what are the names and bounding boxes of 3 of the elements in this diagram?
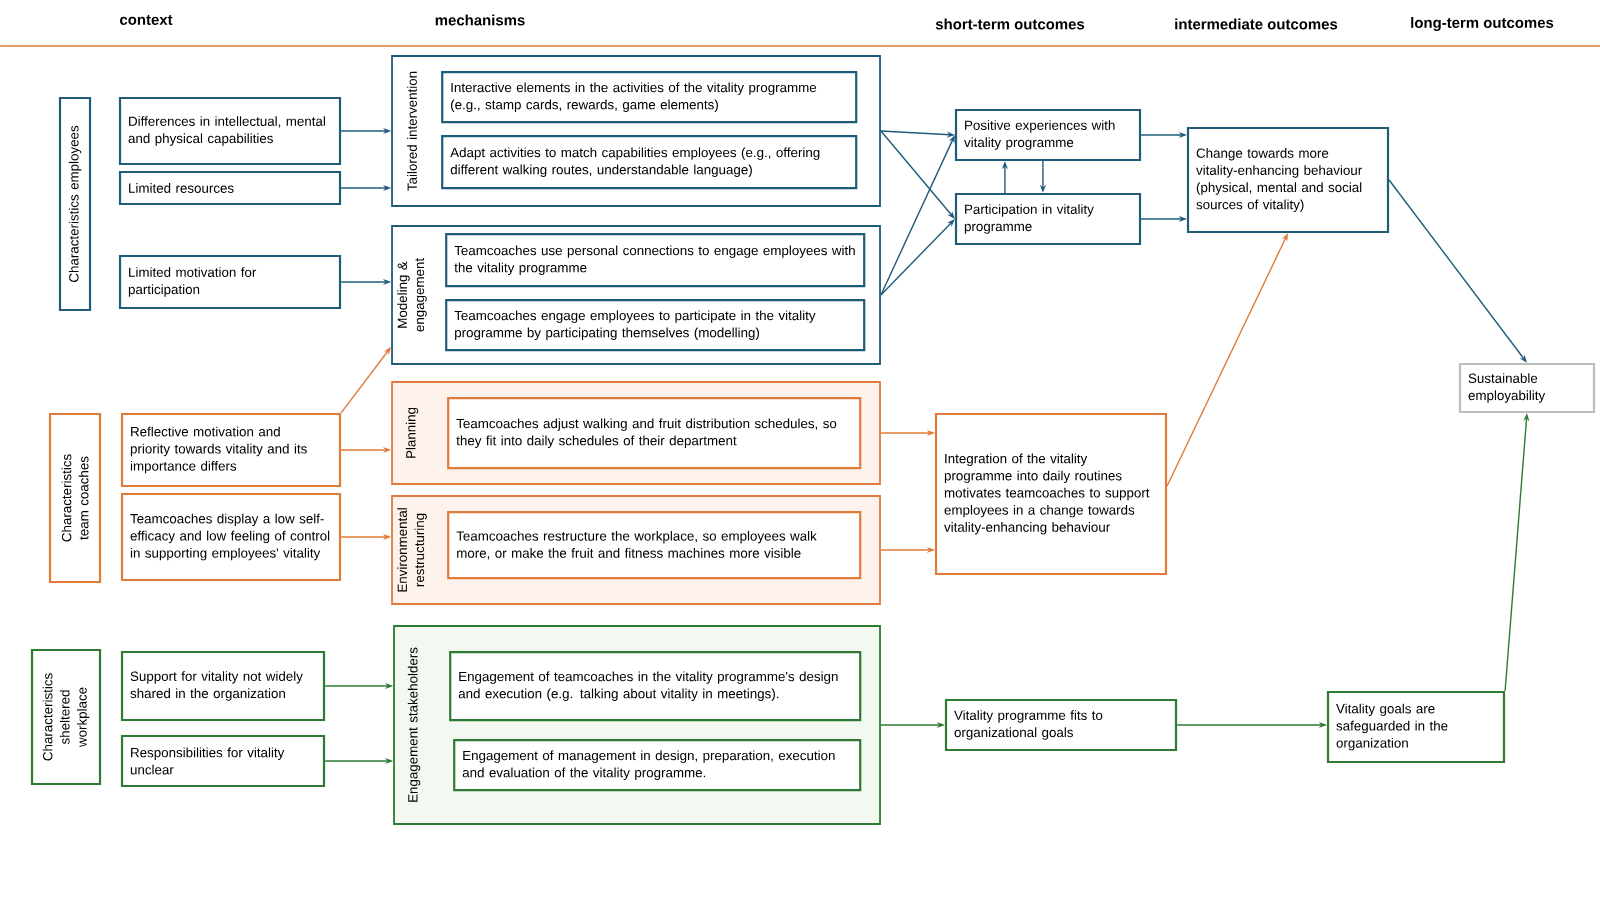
arrow — [880, 219, 955, 296]
arrow — [880, 130, 955, 219]
arrow — [1388, 179, 1527, 363]
